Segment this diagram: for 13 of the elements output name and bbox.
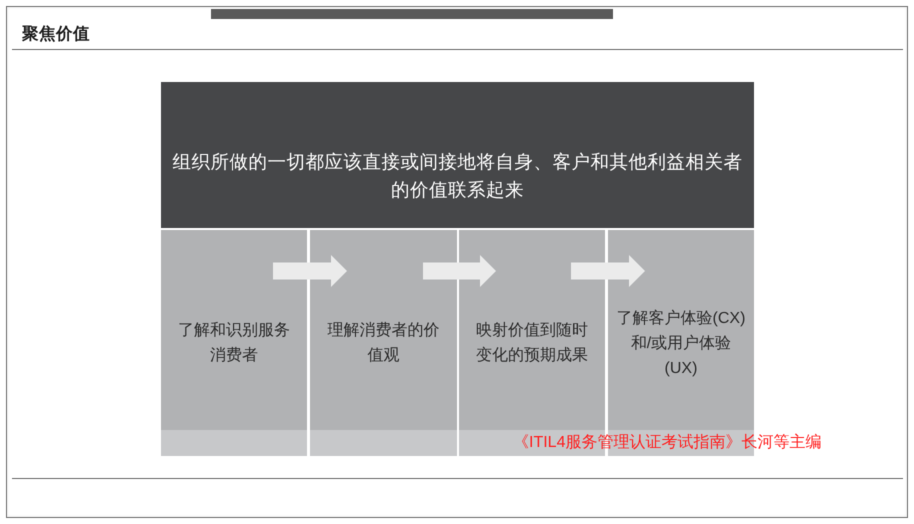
step-text: 理解消费者的价值观 bbox=[326, 320, 440, 366]
step-text: 了解和识别服务消费者 bbox=[177, 320, 291, 366]
step-text: 了解客户体验(CX)和/或用户体验(UX) bbox=[616, 308, 746, 378]
arrow bbox=[571, 255, 645, 287]
step-column bbox=[161, 230, 307, 456]
source-note: 《ITIL4服务管理认证考试指南》长河等主编 bbox=[513, 432, 822, 453]
title: 聚焦价值 bbox=[22, 24, 90, 44]
arrow bbox=[423, 255, 496, 287]
arrow bbox=[273, 255, 347, 287]
step-text: 映射价值到随时变化的预期成果 bbox=[475, 320, 589, 366]
step-column bbox=[310, 230, 457, 456]
statement-box bbox=[161, 82, 754, 228]
statement-text: 组织所做的一切都应该直接或间接地将自身、客户和其他利益相关者的价值联系起来 bbox=[172, 150, 742, 202]
